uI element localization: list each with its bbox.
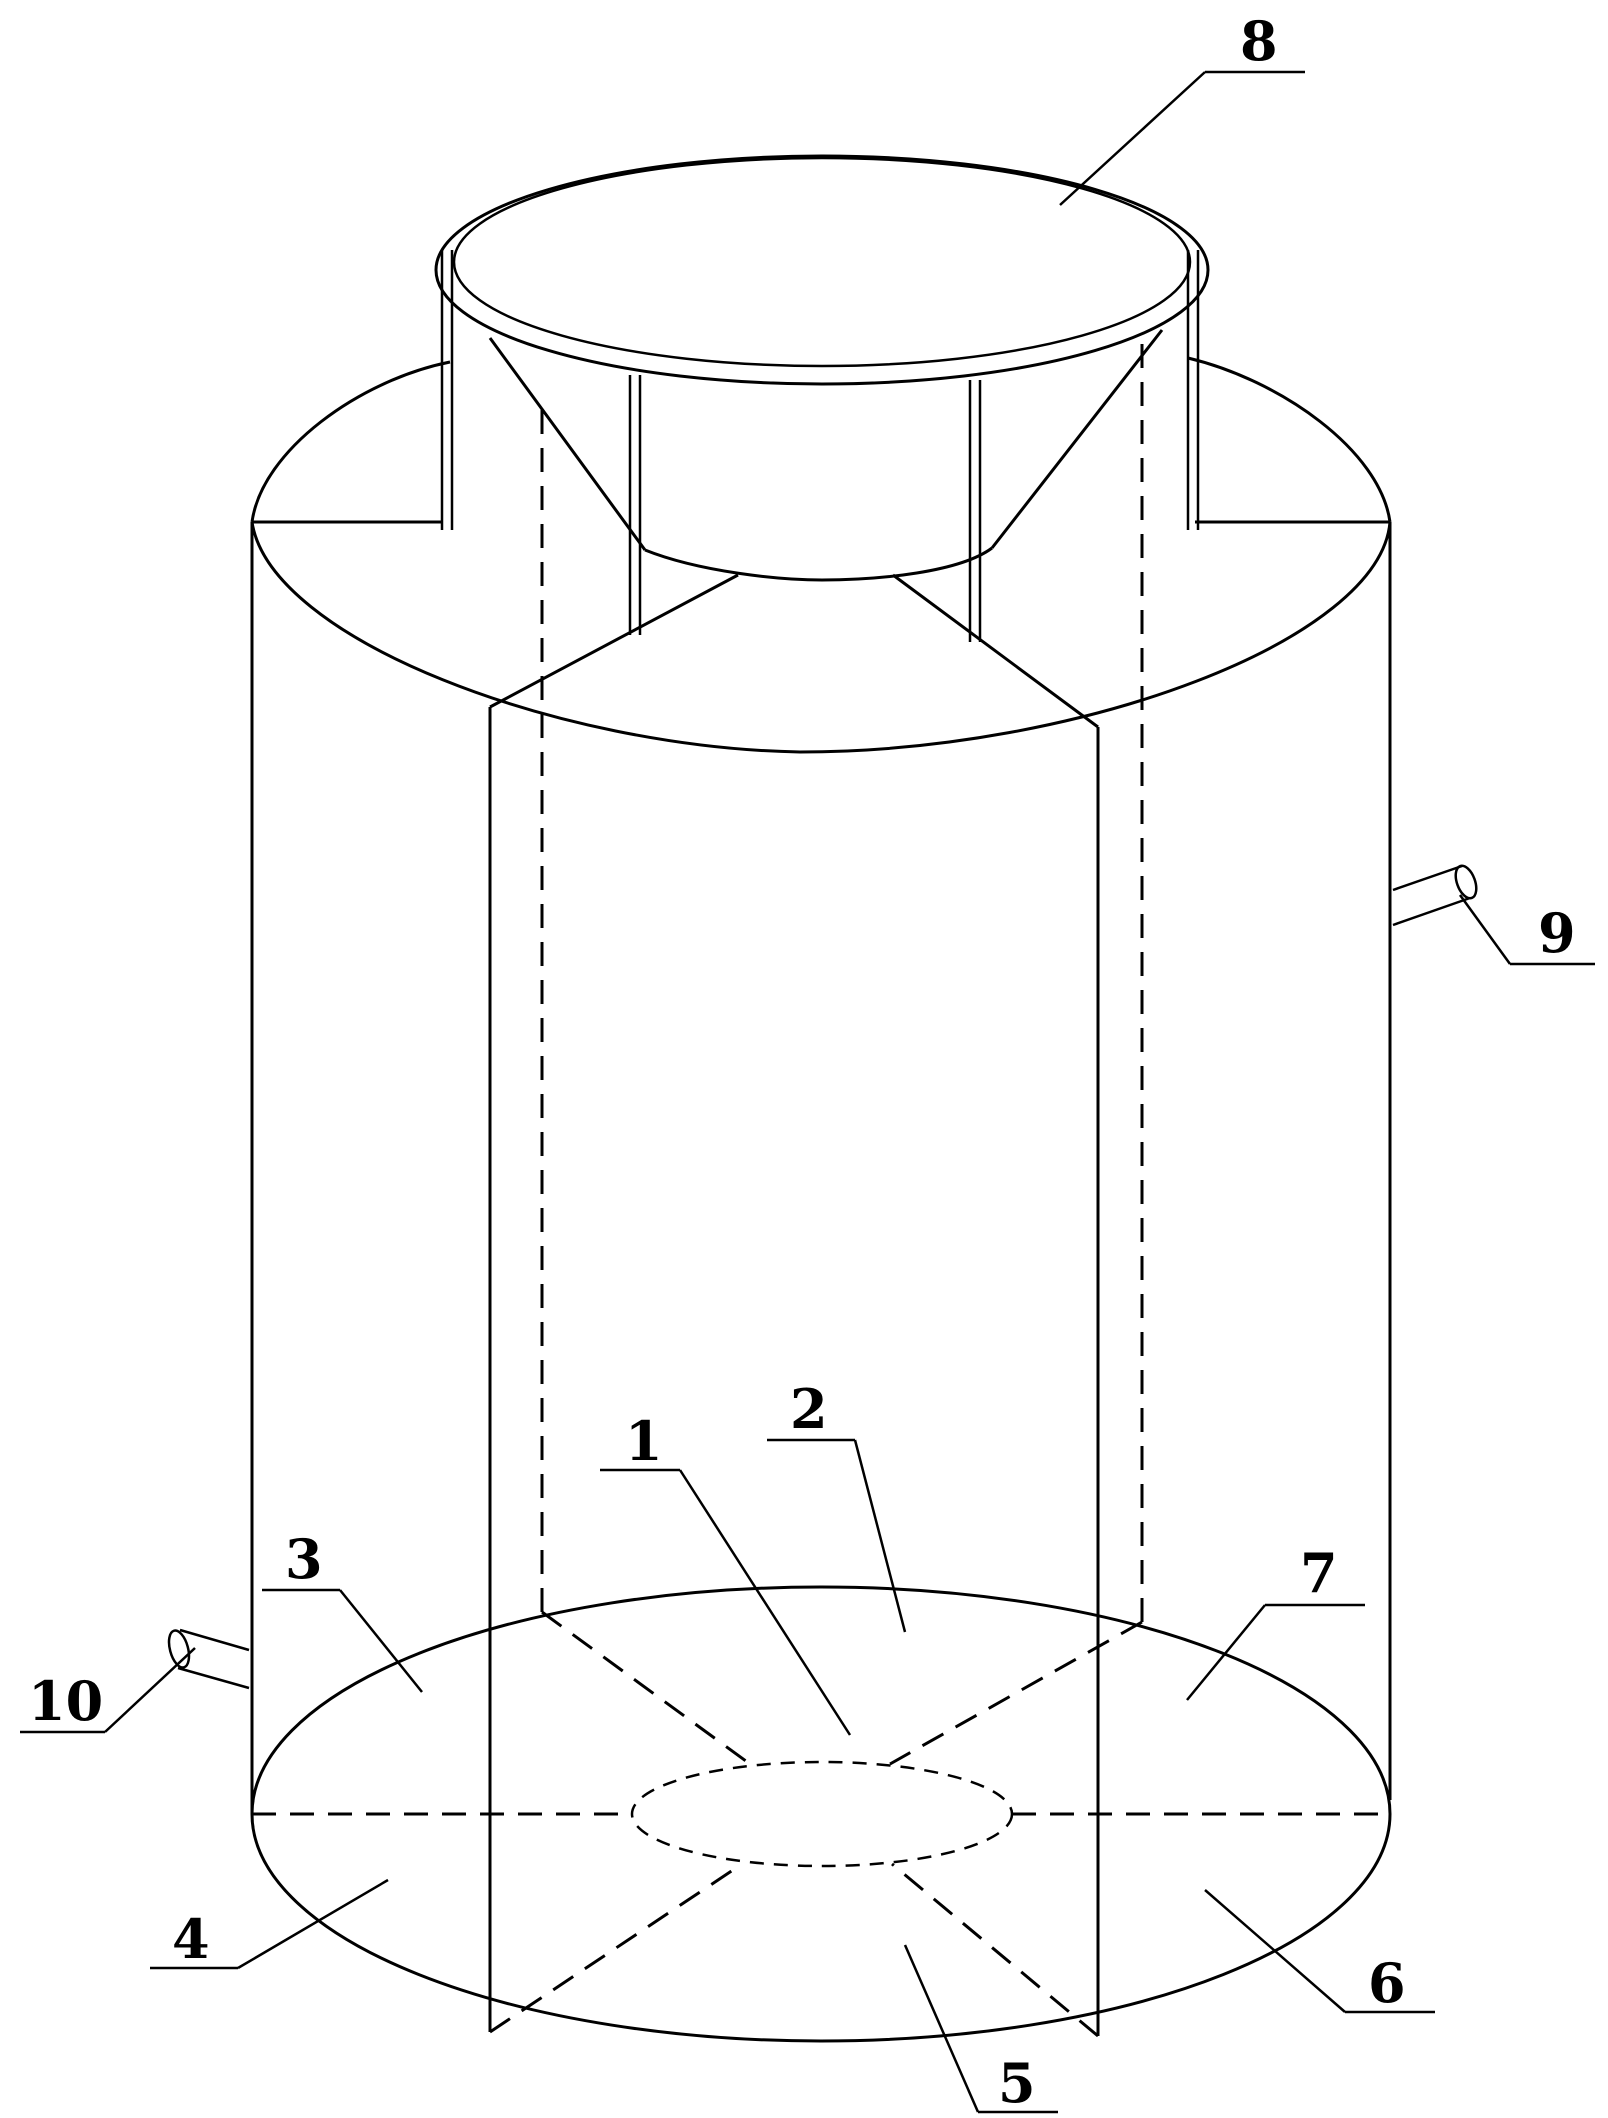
tank-top-radial-left (489, 573, 739, 709)
callout-6: 6 (1368, 1951, 1406, 2015)
callout-7: 7 (1300, 1541, 1338, 1605)
callout-3: 3 (285, 1527, 323, 1591)
callout-10: 10 (28, 1669, 103, 1733)
hopper-outlet (644, 546, 993, 582)
bottom-radial-upper-left (541, 1610, 751, 1766)
hopper-leg-right-inner (968, 380, 982, 642)
tank-top-radial-right (892, 573, 1099, 729)
callout-9: 9 (1538, 901, 1576, 965)
central-chamber (630, 1760, 1014, 1868)
tank-body (250, 344, 1392, 2043)
bottom-radial-lower-left (489, 1862, 743, 2034)
callout-numbers: 1 2 3 4 5 6 7 8 9 10 (28, 9, 1576, 2115)
leader-lines (20, 70, 1595, 2114)
bottom-radial-upper-right (889, 1620, 1143, 1766)
bottom-radial-lower-right (891, 1862, 1099, 2038)
inlet-pipe (167, 1628, 250, 1690)
tank-top-front-arc (250, 521, 1392, 754)
hopper-rim-inner (452, 156, 1192, 368)
callout-8: 8 (1240, 9, 1278, 73)
hopper-leg-left-outer (440, 250, 454, 530)
callout-2: 2 (790, 1377, 828, 1441)
hopper-cone-right (990, 329, 1164, 549)
tank-top-back-arc (250, 360, 451, 523)
hopper-leg-right-outer (1186, 250, 1200, 530)
hopper-leg-left-inner (628, 375, 642, 635)
callout-5: 5 (998, 2051, 1036, 2115)
tank-top-back-arc-right (1187, 356, 1392, 523)
outlet-pipe (1392, 864, 1478, 927)
callout-4: 4 (172, 1907, 210, 1971)
hopper-rim-outer (434, 154, 1210, 386)
callout-1: 1 (625, 1409, 663, 1473)
hopper-cone-left (488, 337, 647, 551)
hopper (434, 154, 1210, 642)
